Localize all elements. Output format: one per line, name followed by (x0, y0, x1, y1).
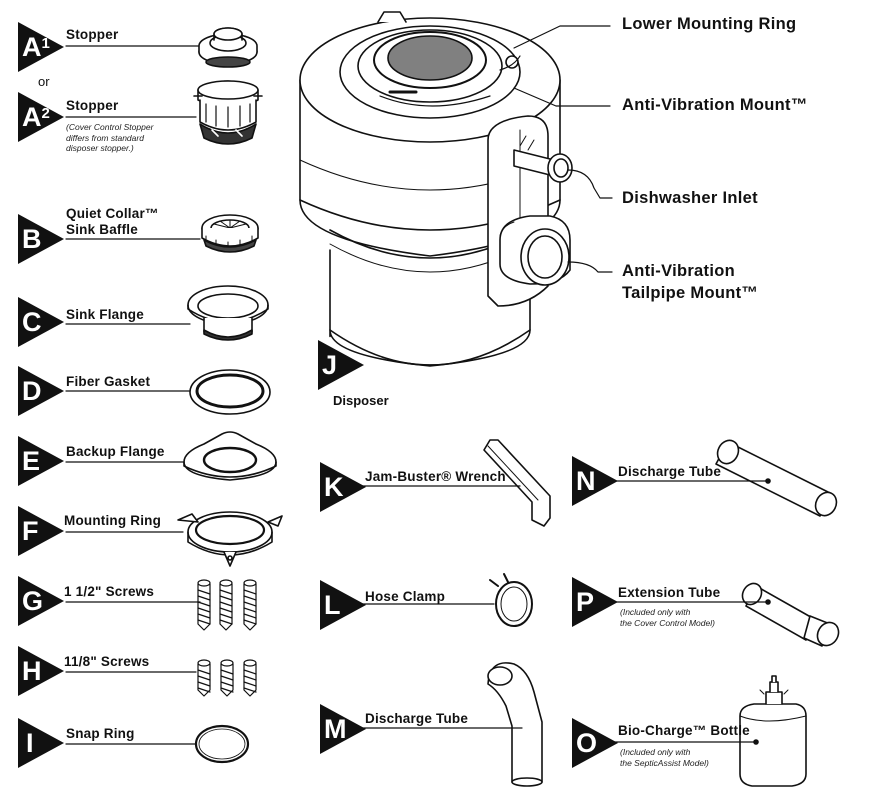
badge-d: D (18, 366, 64, 416)
fiber-gasket-d-illustration (189, 369, 271, 415)
badge-letter: N (576, 466, 596, 496)
badge-letter: I (26, 728, 34, 758)
label-fiber-gasket-d: Fiber Gasket (66, 374, 151, 389)
baffle-b-illustration (201, 214, 259, 253)
triangle-badge-icon (18, 576, 64, 626)
triangle-badge-icon (320, 704, 366, 754)
triangle-badge-icon (18, 22, 64, 72)
badge-letter: A1 (22, 32, 50, 62)
label-stopper-a2: Stopper (66, 98, 119, 113)
note-bio-charge-bottle-o: (Included only with the SepticAssist Mod… (620, 747, 709, 768)
badge-letter: L (324, 590, 341, 620)
badge-g: G (18, 576, 64, 626)
badge-letter: M (324, 714, 347, 744)
stopper-a1-illustration (198, 27, 258, 68)
note-extension-tube-p: (Included only with the Cover Control Mo… (620, 607, 715, 628)
badge-e: E (18, 436, 64, 486)
disposer-j-illustration (299, 11, 573, 367)
extension-tube-p-illustration (611, 582, 840, 647)
callout-dishwasher-inlet: Dishwasher Inlet (622, 189, 758, 207)
triangle-badge-icon (320, 580, 366, 630)
triangle-badge-icon (18, 214, 64, 264)
badge-h: H (18, 646, 64, 696)
badge-letter: K (324, 472, 344, 502)
badge-letter: P (576, 587, 595, 617)
badge-i: I (18, 718, 64, 768)
triangle-badge-icon (18, 506, 64, 556)
label-discharge-tube-n: Discharge Tube (618, 464, 722, 479)
triangle-badge-icon (572, 718, 618, 768)
callout-tailpipe-mount: Anti-Vibration Tailpipe Mount™ (622, 262, 759, 302)
badge-c: C (18, 297, 64, 347)
label-screws-g: 1 1/2" Screws (64, 584, 155, 599)
triangle-badge-icon (318, 340, 364, 390)
or-text: or (38, 74, 50, 89)
badge-m: M (320, 704, 366, 754)
badge-letter: B (22, 224, 42, 254)
triangle-badge-icon (18, 436, 64, 486)
badge-letter: F (22, 516, 39, 546)
triangle-badge-icon (18, 92, 64, 142)
triangle-badge-icon (18, 718, 64, 768)
badge-k: K (320, 462, 366, 512)
hose-clamp-l-illustration (343, 573, 533, 627)
label-snap-ring-i: Snap Ring (66, 726, 135, 741)
label-wrench-k: Jam-Buster® Wrench (365, 469, 506, 484)
label-sink-flange-c: Sink Flange (66, 307, 144, 322)
badge-letter: O (576, 728, 598, 758)
screws-g-illustration (197, 579, 257, 631)
badge-letter: D (22, 376, 42, 406)
badge-p: P (572, 577, 618, 627)
badge-letter: C (22, 307, 42, 337)
badge-j: J (318, 340, 364, 390)
label-hose-clamp-l: Hose Clamp (365, 589, 446, 604)
wrench-k-illustration (343, 439, 551, 527)
badge-letter: J (322, 350, 338, 380)
badge-letter: G (22, 586, 44, 616)
label-screws-h: 11/8" Screws (64, 654, 150, 669)
sink-flange-c-illustration (187, 285, 269, 341)
badge-l: L (320, 580, 366, 630)
note-stopper-a2: (Cover Control Stopper differs from stan… (66, 122, 154, 153)
leader-lines-left (65, 45, 201, 745)
badge-b: B (18, 214, 64, 264)
snap-ring-i-illustration (194, 724, 250, 764)
triangle-badge-icon (320, 462, 366, 512)
badge-a2: A2 (18, 92, 64, 142)
badge-letter: A2 (22, 102, 50, 132)
backup-flange-e-illustration (183, 431, 277, 481)
triangle-badge-icon (18, 646, 64, 696)
triangle-badge-icon (18, 297, 64, 347)
label-stopper-a1: Stopper (66, 27, 119, 42)
discharge-tube-m-illustration (347, 662, 543, 787)
callout-lower-mounting-ring: Lower Mounting Ring (622, 15, 797, 33)
label-disposer-j: Disposer (333, 393, 389, 408)
discharge-tube-n-illustration (611, 439, 838, 517)
callout-anti-vibration-mount: Anti-Vibration Mount™ (622, 96, 808, 114)
mounting-ring-f-illustration (177, 511, 283, 567)
label-extension-tube-p: Extension Tube (618, 585, 721, 600)
triangle-badge-icon (572, 577, 618, 627)
badge-o: O (572, 718, 618, 768)
label-backup-flange-e: Backup Flange (66, 444, 165, 459)
badge-n: N (572, 456, 618, 506)
triangle-badge-icon (18, 366, 64, 416)
label-mounting-ring-f: Mounting Ring (64, 513, 162, 528)
badge-letter: H (22, 656, 42, 686)
label-discharge-tube-m: Discharge Tube (365, 711, 469, 726)
disposer-callout-leaders (513, 25, 613, 273)
label-baffle-b: Quiet Collar™ Sink Baffle (66, 206, 159, 237)
label-bio-charge-bottle-o: Bio-Charge™ Bottle (618, 723, 750, 738)
badge-letter: E (22, 446, 41, 476)
triangle-badge-icon (572, 456, 618, 506)
screws-h-illustration (197, 659, 257, 697)
badge-f: F (18, 506, 64, 556)
stopper-a2-illustration (193, 80, 263, 145)
bio-charge-bottle-o-illustration (611, 675, 807, 787)
badge-a1: A1 (18, 22, 64, 72)
